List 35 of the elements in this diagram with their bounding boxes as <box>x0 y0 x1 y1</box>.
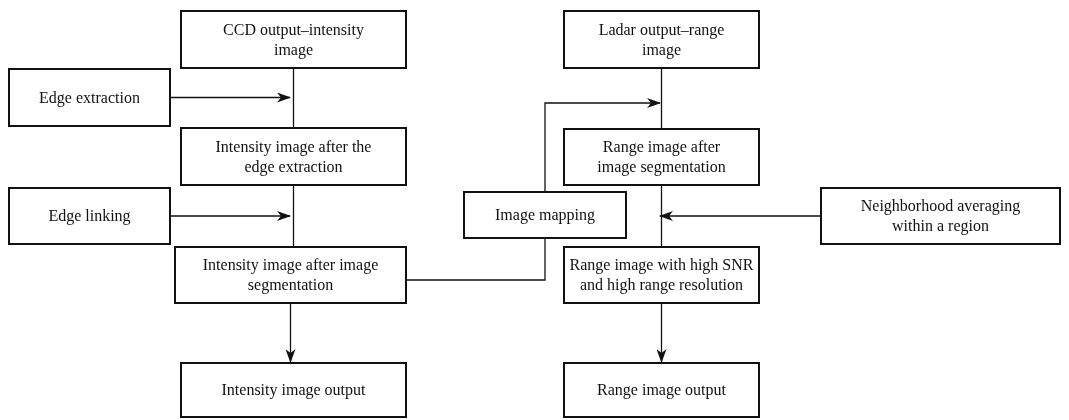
process-box <box>180 127 407 186</box>
connector-line <box>660 68 663 129</box>
box-text: Intensity image after the edge extraction <box>214 136 373 177</box>
process-box <box>563 362 760 418</box>
process-box <box>8 68 171 127</box>
connector-line <box>406 238 546 281</box>
box-text: Neighborhood averaging within a region <box>859 196 1022 236</box>
box-text: Edge extraction <box>39 87 140 108</box>
process-box <box>180 362 407 418</box>
connector-line <box>292 68 295 128</box>
box-text: Intensity image output <box>221 380 366 400</box>
process-box <box>174 246 407 304</box>
box-text: Edge linking <box>48 206 131 226</box>
connector-line <box>660 185 663 247</box>
arrow <box>285 303 296 363</box>
process-box <box>820 187 1061 245</box>
process-box <box>563 128 760 186</box>
box-text: Range image output <box>597 380 726 400</box>
arrow <box>544 98 661 192</box>
box-text: Intensity image after image segmentation <box>201 255 380 295</box>
box-text: Ladar output–range image <box>597 19 726 60</box>
arrow <box>659 211 821 221</box>
process-box <box>563 246 760 304</box>
arrow <box>170 211 291 221</box>
box-text: CCD output–intensity image <box>222 19 365 60</box>
process-box <box>8 187 171 245</box>
arrow <box>656 303 667 363</box>
box-text: Range image with high SNR and high range resolution <box>568 255 755 295</box>
connector-line <box>292 185 295 247</box>
process-box <box>463 191 627 239</box>
arrow <box>170 92 291 103</box>
box-text: Range image after image segmentation <box>596 137 727 177</box>
process-box <box>563 10 760 69</box>
box-text: Image mapping <box>495 205 595 225</box>
process-box <box>180 10 407 69</box>
